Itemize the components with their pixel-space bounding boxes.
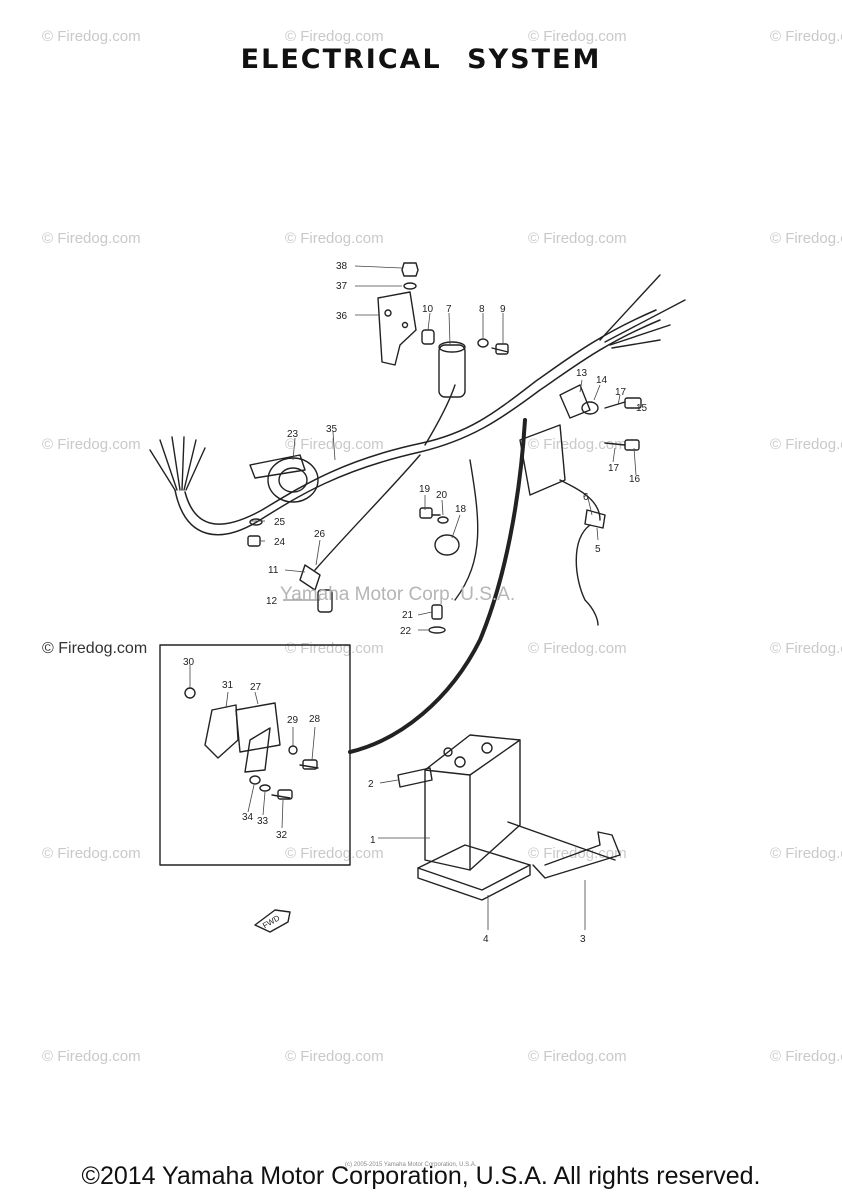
part-number-labels: 1 2 3 4 5 6 7 8 9 10 11 12 13 14 15 16 1… — [183, 261, 648, 945]
copyright-small: (c) 2005-2015 Yamaha Motor Corporation, … — [345, 1162, 477, 1168]
part-number: 11 — [268, 565, 279, 576]
diagram-title: ELECTRICAL SYSTEM — [240, 44, 602, 75]
part-number: 19 — [419, 484, 431, 495]
part-number: 26 — [314, 529, 326, 540]
part-number: 8 — [479, 304, 485, 315]
part-number: 16 — [629, 474, 641, 485]
watermark: © Firedog.com — [770, 28, 842, 45]
watermark: © Firedog.com — [42, 436, 141, 453]
part-number: 5 — [595, 544, 601, 555]
part-number: 35 — [326, 424, 338, 435]
part-number: 17 — [615, 387, 627, 398]
watermark: © Firedog.com — [42, 230, 141, 247]
part-number: 32 — [276, 830, 288, 841]
part-number: 20 — [436, 490, 448, 501]
watermark: © Firedog.com — [285, 230, 384, 247]
watermark: © Firedog.com — [528, 640, 627, 657]
watermark: © Firedog.com — [285, 436, 384, 453]
part-number: 12 — [266, 596, 278, 607]
part-number: 33 — [257, 816, 269, 827]
watermark: © Firedog.com — [42, 1048, 141, 1065]
part-number: 37 — [336, 281, 348, 292]
watermark: © Firedog.com — [770, 845, 842, 862]
watermark: © Firedog.com — [42, 640, 148, 657]
watermark: © Firedog.com — [285, 640, 384, 657]
part-number: 18 — [455, 504, 467, 515]
part-number: 24 — [274, 537, 286, 548]
watermark: © Firedog.com — [528, 436, 627, 453]
watermark: © Firedog.com — [770, 1048, 842, 1065]
watermark: © Firedog.com — [285, 28, 384, 45]
watermark: © Firedog.com — [42, 28, 141, 45]
watermark: © Firedog.com — [770, 436, 842, 453]
watermark: © Firedog.com — [42, 845, 141, 862]
part-number: 17 — [608, 463, 620, 474]
center-watermark: Yamaha Motor Corp. U.S.A. — [280, 584, 516, 605]
watermark: © Firedog.com — [285, 845, 384, 862]
watermark: © Firedog.com — [770, 230, 842, 247]
part-number: 3 — [580, 934, 586, 945]
part-number: 25 — [274, 517, 286, 528]
part-number: 27 — [250, 682, 262, 693]
part-number: 28 — [309, 714, 321, 725]
part-number: 30 — [183, 657, 195, 668]
part-number: 7 — [446, 304, 452, 315]
part-number: 29 — [287, 715, 299, 726]
part-number: 38 — [336, 261, 348, 272]
footer-copyright: ©2014 Yamaha Motor Corporation, U.S.A. A… — [81, 1162, 761, 1190]
part-number: 23 — [287, 429, 299, 440]
part-number: 1 — [370, 835, 376, 846]
part-number: 21 — [402, 610, 414, 621]
watermark: © Firedog.com — [770, 640, 842, 657]
part-number: 15 — [636, 403, 648, 414]
part-number: 22 — [400, 626, 412, 637]
part-number: 34 — [242, 812, 254, 823]
part-number: 9 — [500, 304, 506, 315]
part-number: 2 — [368, 779, 374, 790]
watermark: © Firedog.com — [528, 1048, 627, 1065]
part-number: 4 — [483, 934, 489, 945]
watermark: © Firedog.com — [528, 28, 627, 45]
watermark: © Firedog.com — [285, 1048, 384, 1065]
part-number: 36 — [336, 311, 348, 322]
part-number: 13 — [576, 368, 588, 379]
part-number: 10 — [422, 304, 434, 315]
part-number: 6 — [583, 492, 589, 503]
part-number: 14 — [596, 375, 608, 386]
watermark: © Firedog.com — [528, 230, 627, 247]
part-number: 31 — [222, 680, 234, 691]
